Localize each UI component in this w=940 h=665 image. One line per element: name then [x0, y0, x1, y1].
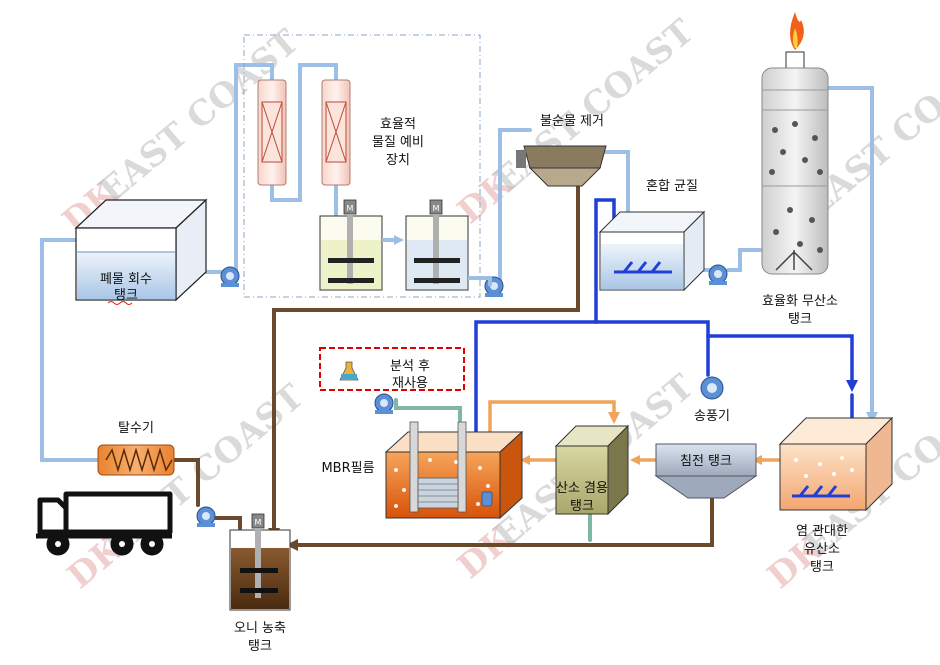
arrowheads-orange: [520, 412, 762, 465]
pretreatment-label-2: 물질 예비: [372, 135, 424, 150]
pipe-separator-to-mixing: [604, 150, 630, 214]
stirred-reactor-1: M: [319, 199, 383, 291]
motor-mark: M: [433, 204, 440, 213]
mbr-tank: MBR필름: [321, 421, 524, 520]
pipe-pump-to-sludge: [214, 516, 242, 530]
waste-recovery-tank: 폐물 회수 탱크: [74, 198, 208, 305]
analysis-reuse-label-1: 분석 후: [390, 359, 430, 374]
waste-tank-label-2: 탱크: [114, 288, 138, 303]
salt-tolerant-tank: 염 관대한 유산소 탱크: [778, 416, 894, 575]
filter-column-1: [257, 79, 287, 186]
pretreatment-label: 효율적 물질 예비 장치: [372, 117, 424, 168]
flask-icon: [339, 361, 359, 381]
sludge-tank-label-1: 오니 농축: [234, 621, 286, 636]
anaerobic-label-1: 효율화 무산소: [762, 294, 838, 309]
waste-tank-label-1: 폐물 회수: [100, 272, 152, 287]
motor-mark: M: [255, 518, 262, 527]
impurity-separator: 불순물 제거: [516, 114, 607, 187]
pipe-reactor2-to-pump: [468, 276, 492, 286]
pump-4: [196, 506, 216, 527]
sludge-tank-label-2: 탱크: [248, 639, 272, 654]
arrow-head: [752, 455, 762, 465]
arrowheads-dark: [846, 380, 858, 392]
settling-tank: 침전 탱크: [654, 443, 758, 499]
pump-3: [708, 264, 728, 285]
analysis-reuse-box: 분석 후 재사용: [319, 347, 465, 391]
mbr-film-label: MBR필름: [321, 461, 374, 476]
mixing-label: 혼합 균질: [646, 179, 698, 194]
salt-tank-label-2: 유산소: [804, 542, 840, 557]
salt-tank-label-1: 염 관대한: [796, 524, 848, 539]
pretreatment-label-3: 장치: [386, 153, 410, 168]
stirred-reactor-2: M: [405, 199, 469, 291]
pipe-anaerobic-to-salt: [826, 86, 874, 422]
arrow-head: [630, 455, 640, 465]
pipe-column1-to-column2: [270, 63, 338, 202]
pipe-dehydrator-to-waste: [40, 238, 102, 462]
arrow-head: [846, 380, 858, 392]
anaerobic-column: 효율화 무산소 탱크: [761, 12, 838, 327]
pipes-green: [394, 398, 592, 542]
impurity-removal-label: 불순물 제거: [540, 114, 604, 129]
filter-column-2: [321, 79, 351, 186]
salt-tank-label-3: 탱크: [810, 560, 834, 575]
dehydrator: 탈수기: [97, 421, 175, 476]
blower-label: 송풍기: [694, 409, 730, 424]
aerobic-label-1: 산소 겸용: [556, 481, 608, 496]
dehydrator-label: 탈수기: [118, 421, 154, 436]
mbr-bubbles: [394, 458, 490, 508]
aerobic-label-2: 탱크: [570, 499, 594, 514]
arrow-head: [520, 455, 530, 465]
pipes-light-blue: [40, 63, 874, 462]
pipe-pump-to-anaerobic: [726, 248, 762, 272]
arrow-head: [608, 412, 620, 424]
spellcheck-underline: [107, 301, 133, 305]
pipe-reuse-green: [394, 398, 462, 422]
pretreatment-label-1: 효율적: [380, 117, 416, 132]
settling-label: 침전 탱크: [680, 454, 732, 469]
salt-bubbles: [794, 456, 854, 478]
sludge-thickening-tank: M 오니 농축 탱크: [229, 513, 291, 654]
analysis-reuse-label-2: 재사용: [392, 376, 428, 391]
pump-5: [374, 393, 394, 414]
pipe-air-to-anaerobic-out: [706, 334, 854, 382]
dump-truck-icon: [36, 491, 173, 556]
pipe-separator-sludge: [272, 170, 580, 537]
pipe-pump2-to-separator: [498, 128, 532, 287]
blower: 송풍기: [694, 376, 730, 424]
mixing-tank: 혼합 균질: [598, 179, 706, 292]
pipes-brown: [170, 170, 714, 547]
pipe-dehydrator-out: [170, 458, 200, 507]
pipe-air-to-blower: [594, 320, 710, 377]
pipe-air-to-mixing: [474, 198, 616, 500]
pipe-pump-to-column1: [234, 63, 274, 274]
motor-mark: M: [347, 204, 354, 213]
aerobic-tank: 산소 겸용 탱크: [554, 424, 630, 516]
pipe-settling-sludge: [288, 488, 714, 547]
pump-1: [220, 266, 240, 287]
pretreatment-boundary: [243, 34, 481, 298]
arrow-head: [286, 539, 298, 551]
pipe-mbr-return: [488, 400, 616, 457]
column-particles: [769, 121, 823, 253]
anaerobic-label-2: 탱크: [788, 312, 812, 327]
